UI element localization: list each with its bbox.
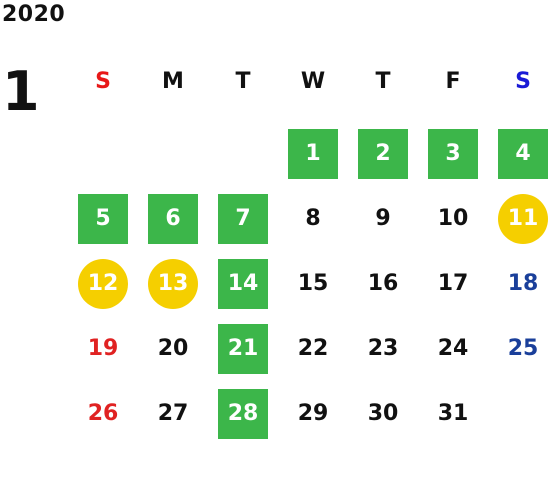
day-cell[interactable]: 31 (418, 381, 488, 446)
day-number: 4 (498, 128, 548, 179)
day-number: 12 (78, 258, 128, 309)
weekday-tuesday: T (235, 68, 251, 94)
weekday-sunday: S (95, 68, 111, 94)
day-cell[interactable]: 19 (68, 316, 138, 381)
day-cell[interactable]: 10 (418, 186, 488, 251)
day-number: 7 (218, 193, 268, 244)
day-number: 31 (437, 401, 469, 426)
day-number: 3 (428, 128, 478, 179)
day-cell[interactable]: 13 (138, 251, 208, 316)
day-cell[interactable]: 6 (138, 186, 208, 251)
day-number: 8 (305, 206, 321, 231)
day-number: 27 (157, 401, 189, 426)
day-cell[interactable]: 20 (138, 316, 208, 381)
day-number: 20 (157, 336, 189, 361)
empty-cell (208, 121, 278, 186)
weekday-monday: M (162, 68, 184, 94)
day-number: 19 (87, 336, 119, 361)
day-cell[interactable]: 1 (278, 121, 348, 186)
day-number: 15 (297, 271, 329, 296)
day-cell[interactable]: 17 (418, 251, 488, 316)
day-number: 10 (437, 206, 469, 231)
day-number: 24 (437, 336, 469, 361)
day-cell[interactable]: 8 (278, 186, 348, 251)
day-cell[interactable]: 16 (348, 251, 418, 316)
day-number: 11 (498, 193, 548, 244)
day-cell[interactable]: 29 (278, 381, 348, 446)
weekday-friday: F (445, 68, 461, 94)
year-label: 2020 (2, 2, 66, 27)
empty-cell (138, 121, 208, 186)
day-number: 5 (78, 193, 128, 244)
day-cell[interactable]: 26 (68, 381, 138, 446)
day-number: 30 (367, 401, 399, 426)
day-number: 1 (288, 128, 338, 179)
day-cell[interactable]: 18 (488, 251, 548, 316)
day-cell[interactable]: 22 (278, 316, 348, 381)
day-number: 16 (367, 271, 399, 296)
day-cell[interactable]: 5 (68, 186, 138, 251)
day-number: 17 (437, 271, 469, 296)
day-number: 21 (218, 323, 268, 374)
day-number: 28 (218, 388, 268, 439)
day-number: 25 (507, 336, 539, 361)
day-number: 14 (218, 258, 268, 309)
day-cell[interactable]: 9 (348, 186, 418, 251)
day-cell[interactable]: 28 (208, 381, 278, 446)
day-cell[interactable]: 7 (208, 186, 278, 251)
day-cell[interactable]: 3 (418, 121, 488, 186)
day-cell[interactable]: 14 (208, 251, 278, 316)
day-number: 23 (367, 336, 399, 361)
day-number: 26 (87, 401, 119, 426)
weekday-saturday: S (515, 68, 531, 94)
day-cell[interactable]: 24 (418, 316, 488, 381)
empty-cell (68, 121, 138, 186)
day-number: 2 (358, 128, 408, 179)
day-cell[interactable]: 23 (348, 316, 418, 381)
day-cell[interactable]: 15 (278, 251, 348, 316)
day-number: 29 (297, 401, 329, 426)
weekday-thursday: T (375, 68, 391, 94)
day-number: 22 (297, 336, 329, 361)
day-cell[interactable]: 2 (348, 121, 418, 186)
day-cell[interactable]: 12 (68, 251, 138, 316)
weekday-wednesday: W (300, 68, 326, 94)
day-cell[interactable]: 25 (488, 316, 548, 381)
day-cell[interactable]: 11 (488, 186, 548, 251)
day-cell[interactable]: 27 (138, 381, 208, 446)
month-label: 1 (2, 60, 40, 123)
day-number: 13 (148, 258, 198, 309)
day-cell[interactable]: 21 (208, 316, 278, 381)
day-number: 9 (375, 206, 391, 231)
day-number: 6 (148, 193, 198, 244)
day-cell[interactable]: 30 (348, 381, 418, 446)
day-cell[interactable]: 4 (488, 121, 548, 186)
day-number: 18 (507, 271, 539, 296)
